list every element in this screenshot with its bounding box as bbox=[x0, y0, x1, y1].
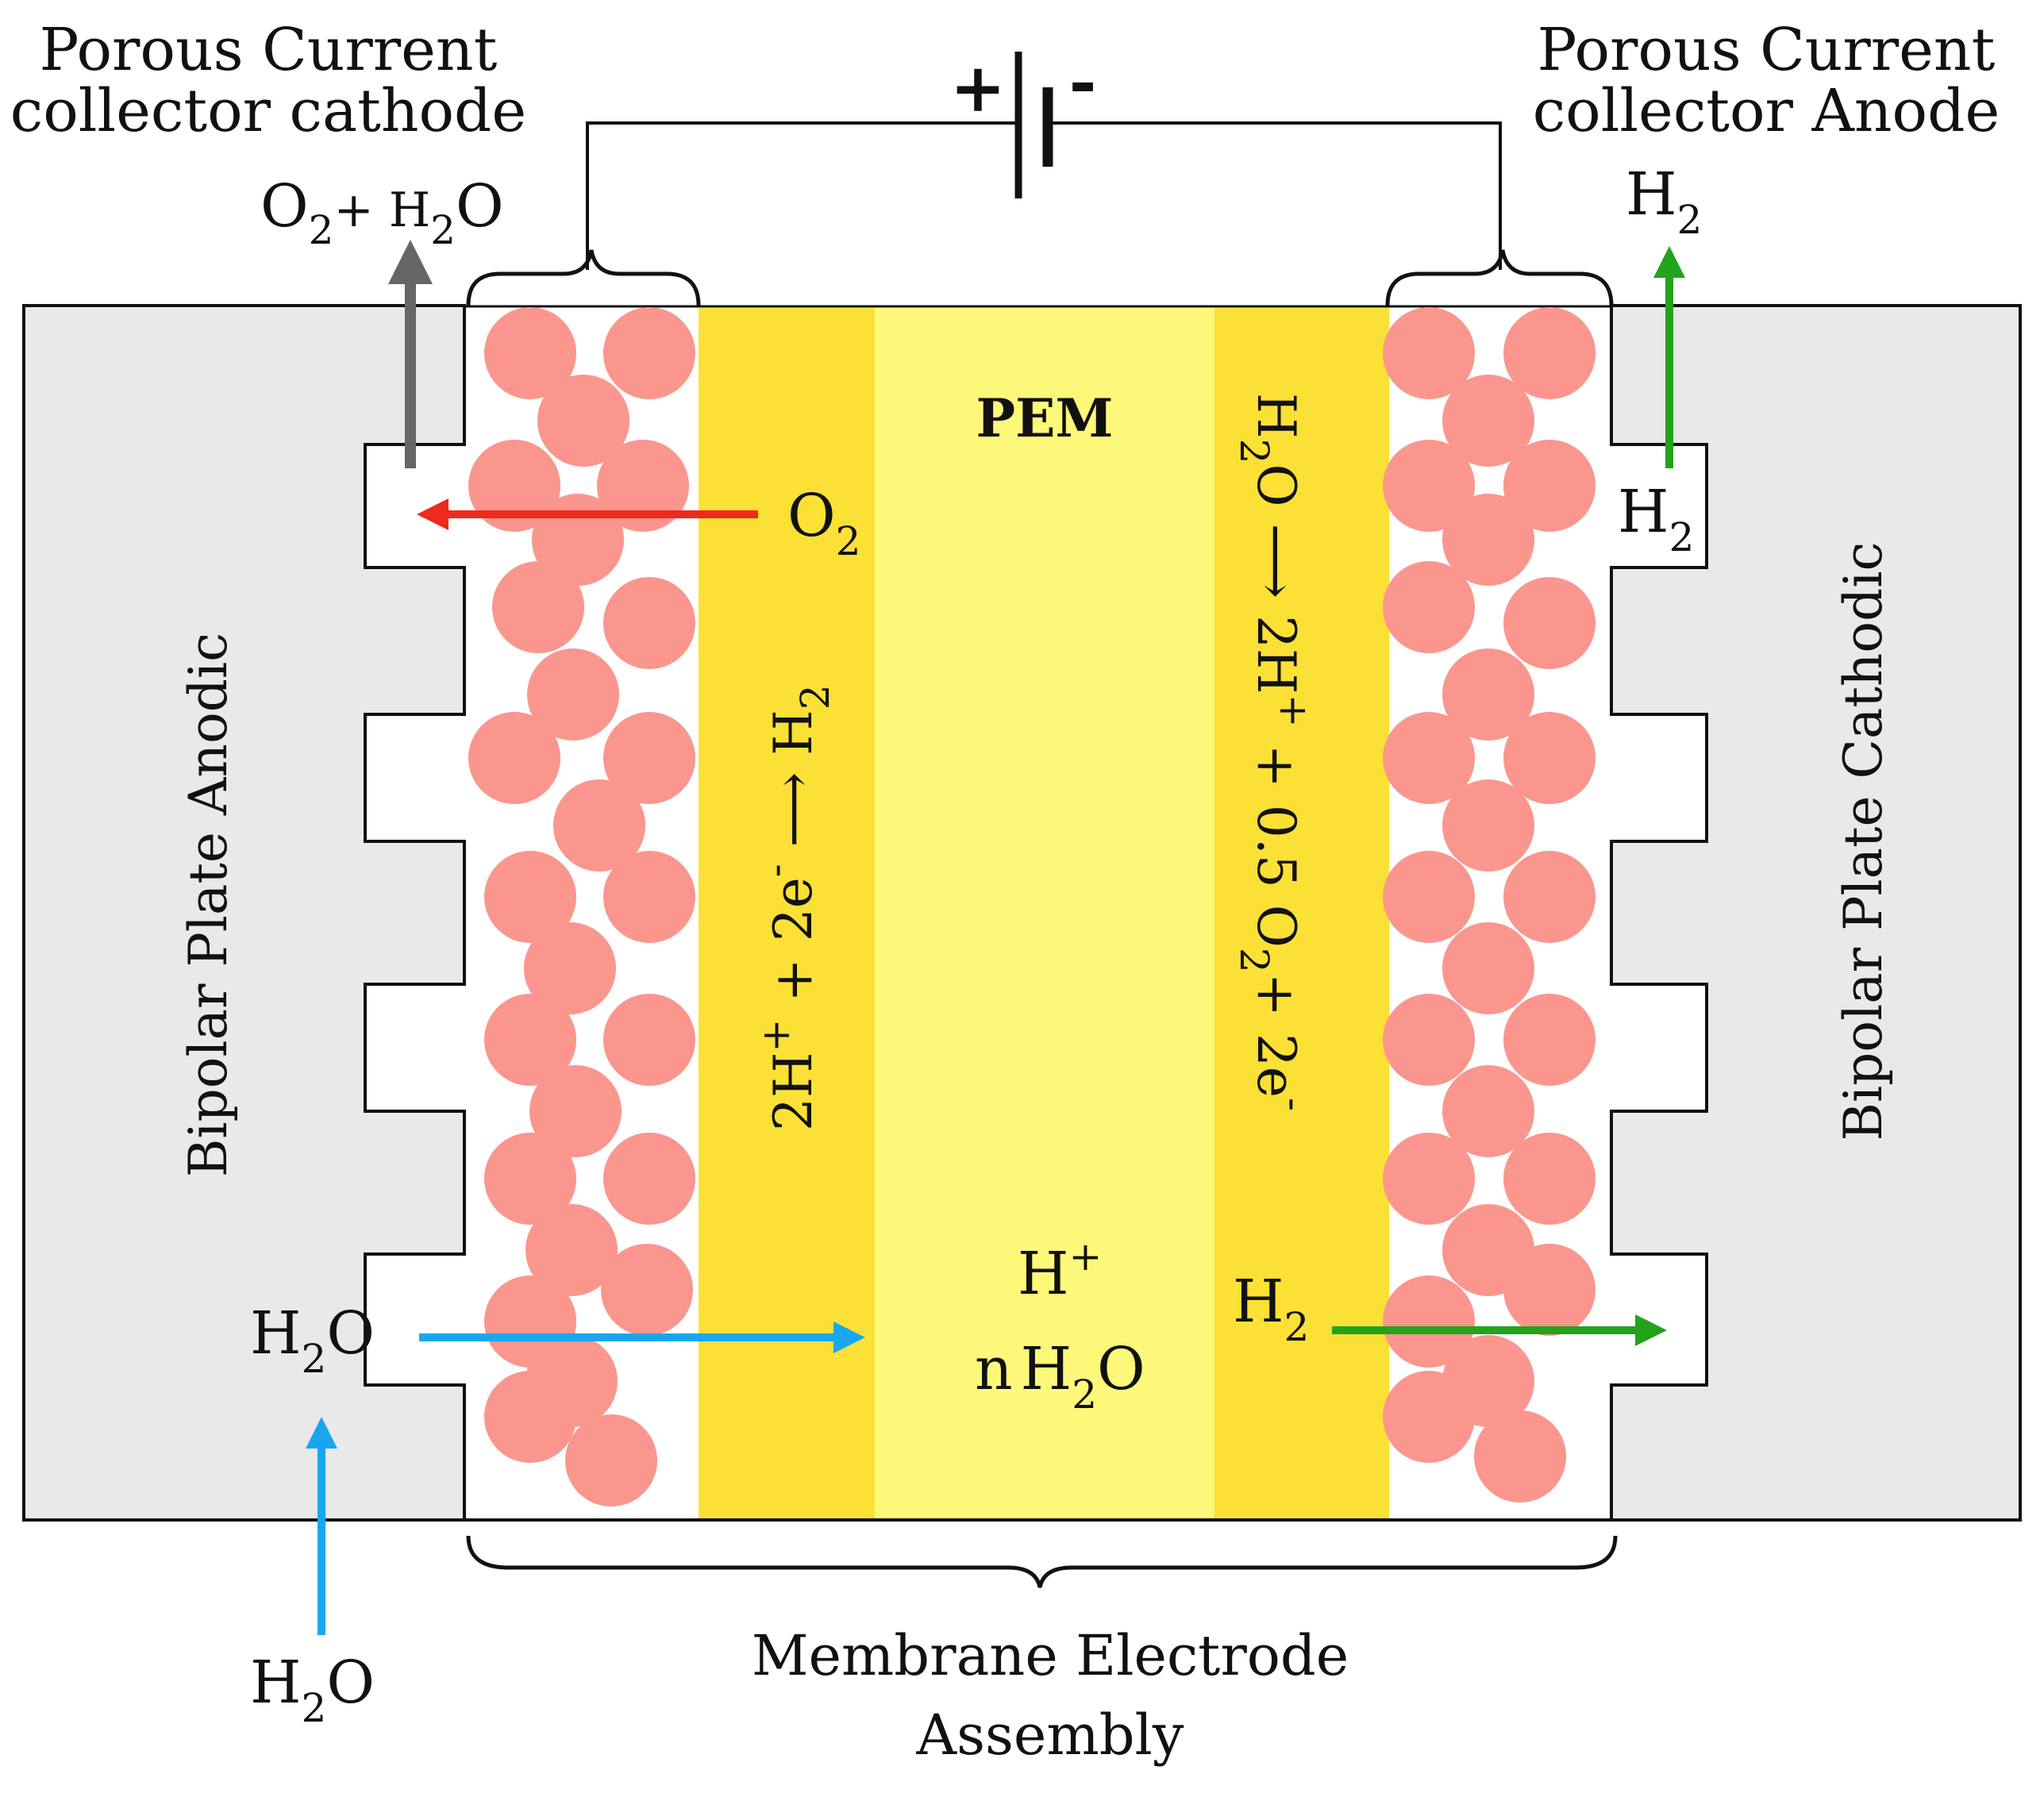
battery-minus-sign: - bbox=[1069, 42, 1097, 121]
anode-collector-particle bbox=[1442, 779, 1534, 871]
cathode-collector-particle bbox=[603, 712, 695, 804]
cathode-collector-particle bbox=[603, 307, 695, 399]
cathode-collector-particle bbox=[603, 577, 695, 669]
anode-collector-particle bbox=[1503, 440, 1596, 532]
cathode-collector-particle bbox=[603, 1133, 695, 1225]
battery-plus-sign: + bbox=[950, 48, 1006, 127]
proton-exchange-membrane bbox=[875, 308, 1214, 1518]
bipolar-plate-cathodic bbox=[1610, 304, 2022, 1522]
bipolar-plate-anodic-label: Bipolar Plate Anodic bbox=[178, 633, 239, 1177]
anode-catalyst-layer bbox=[699, 308, 875, 1518]
anode-collector-particle bbox=[1383, 994, 1475, 1086]
cathode-collector-particle bbox=[524, 922, 616, 1014]
anode-collector-particle bbox=[1503, 1133, 1596, 1225]
anode-collector-particle bbox=[1383, 1371, 1475, 1463]
anode-collector-particle bbox=[1383, 1133, 1475, 1225]
anode-collector-particle bbox=[1383, 851, 1475, 943]
anode-collector-particle bbox=[1442, 375, 1534, 467]
anode-collector-particle bbox=[1383, 1275, 1475, 1368]
anode-collector-particle bbox=[1503, 577, 1596, 669]
h2o-bottom-label: H2O bbox=[250, 1649, 375, 1731]
brace-cathode-collector bbox=[466, 249, 701, 306]
cathode-collector-particle bbox=[597, 440, 689, 532]
cathode-collector-particle bbox=[468, 712, 560, 804]
h2-outlet-label: H2 bbox=[1626, 160, 1702, 243]
cathode-collector-label-line1: Porous Current bbox=[40, 16, 498, 84]
bipolar-plate-cathodic-label: Bipolar Plate Cathodic bbox=[1833, 542, 1894, 1141]
mea-label-line1: Membrane Electrode bbox=[752, 1623, 1349, 1688]
cathode-reaction: 2H+ + 2e- ⟶ H2 bbox=[753, 684, 838, 1131]
anode-collector-particle bbox=[1503, 712, 1596, 804]
anode-collector-particle bbox=[1503, 851, 1596, 943]
cathode-collector-particle bbox=[565, 1414, 657, 1506]
anode-collector-label-line1: Porous Current bbox=[1538, 16, 1996, 84]
cathode-collector-particle bbox=[553, 779, 645, 871]
cathode-collector-label-line2: collector cathode bbox=[10, 77, 526, 145]
circuit-wire bbox=[586, 121, 1502, 270]
pem-label: PEM bbox=[976, 387, 1114, 449]
cathode-collector-particle bbox=[484, 1133, 576, 1225]
cathode-collector-particle bbox=[537, 375, 629, 467]
anode-collector-particle bbox=[1503, 994, 1596, 1086]
anode-collector-particle bbox=[1442, 922, 1534, 1014]
cathode-collector-particle bbox=[484, 307, 576, 399]
anode-collector-particle bbox=[1383, 561, 1475, 653]
brace-membrane-electrode-assembly bbox=[466, 1535, 1618, 1588]
h2-channel-label: H2 bbox=[1618, 478, 1694, 560]
anode-collector-particle bbox=[1442, 648, 1534, 741]
cathode-collector-particle bbox=[468, 440, 560, 532]
anode-collector-particle bbox=[1383, 307, 1475, 399]
cathode-collector-particle bbox=[484, 994, 576, 1086]
anode-reaction: H2O ⟶ 2H+ + 0.5 O2+ 2e- bbox=[1231, 393, 1317, 1111]
anode-collector-particle bbox=[1383, 712, 1475, 804]
cathode-collector-particle bbox=[492, 561, 584, 653]
cathode-collector-particle bbox=[601, 1244, 693, 1336]
o2-h2o-outlet-label: O2+ H2O bbox=[260, 172, 504, 253]
anode-collector-particle bbox=[1442, 1065, 1534, 1157]
cathode-collector-particle bbox=[484, 851, 576, 943]
anode-collector-particle bbox=[1503, 307, 1596, 399]
cathode-collector-particle bbox=[527, 648, 619, 741]
brace-anode-collector bbox=[1385, 249, 1614, 306]
o2-label: O2 bbox=[787, 482, 860, 564]
anode-collector-label-line2: collector Anode bbox=[1533, 77, 2000, 145]
cathode-collector-particle bbox=[603, 994, 695, 1086]
anode-collector-particle bbox=[1474, 1410, 1566, 1503]
anode-collector-particle bbox=[1503, 1244, 1596, 1336]
cathode-collector-particle bbox=[484, 1371, 576, 1463]
porous-collector-particles-right bbox=[1383, 307, 1596, 1503]
anode-collector-particle bbox=[1442, 494, 1534, 586]
cathode-catalyst-layer bbox=[1214, 308, 1389, 1518]
cathode-collector-particle bbox=[529, 1065, 622, 1157]
mea-label-line2: Assembly bbox=[916, 1703, 1184, 1768]
proton-label: H+ bbox=[1018, 1233, 1102, 1308]
cathode-collector-particle bbox=[603, 851, 695, 943]
bipolar-plate-anodic bbox=[22, 304, 466, 1522]
h2-cathode-label: H2 bbox=[1233, 1268, 1309, 1350]
porous-collector-particles-left bbox=[468, 307, 695, 1506]
anode-collector-particle bbox=[1383, 440, 1475, 532]
cathode-collector-particle bbox=[525, 1204, 618, 1296]
h2o-inlet-label: H2O bbox=[250, 1299, 375, 1382]
